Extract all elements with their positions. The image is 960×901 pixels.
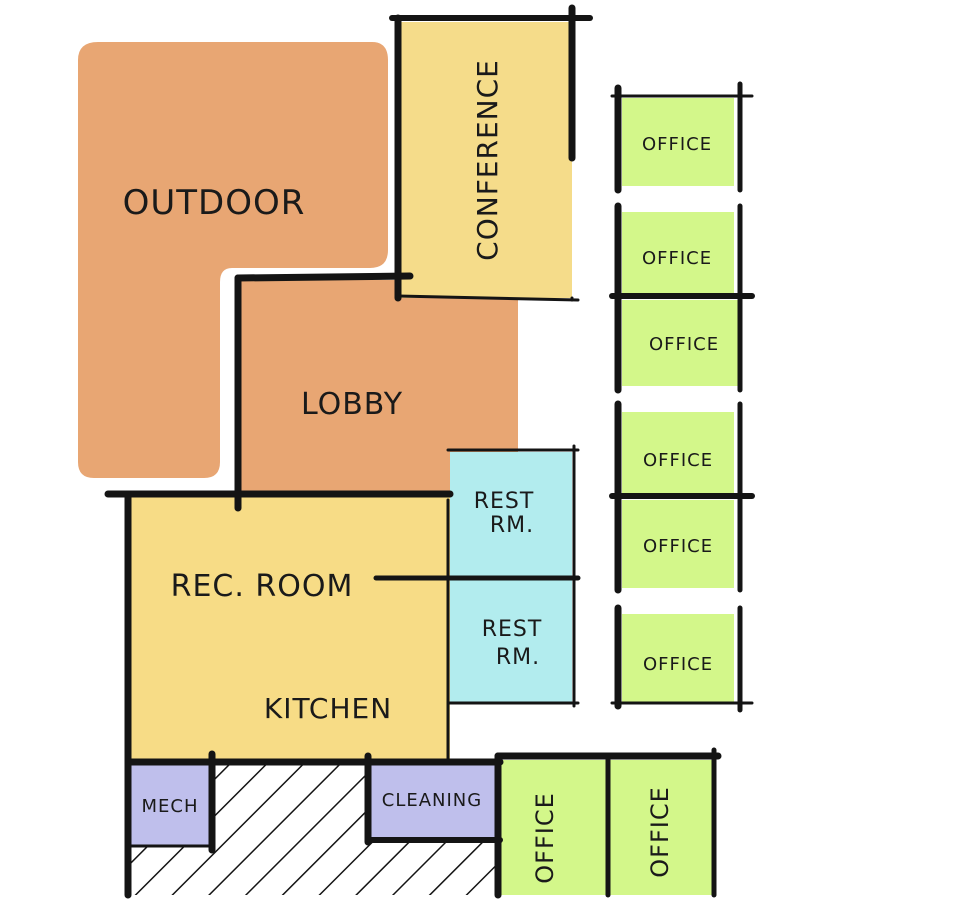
rest-room-2 [450, 578, 572, 702]
hatched-area [130, 764, 498, 895]
conference-room [400, 22, 572, 298]
rest-room-1-label-line1: REST [474, 489, 535, 514]
rest-room-1 [450, 452, 572, 578]
outdoor-label: OUTDOOR [123, 183, 306, 223]
cleaning-room [368, 764, 498, 840]
walls [104, 4, 755, 899]
office-right-6-label: OFFICE [643, 654, 713, 675]
mech-label: MECH [141, 796, 198, 817]
conference-label: CONFERENCE [471, 59, 504, 261]
office-right-6 [622, 614, 734, 702]
office-right-4 [622, 412, 734, 498]
outdoor-area [78, 42, 388, 478]
office-right-3-label: OFFICE [649, 334, 719, 355]
office-right-1-label: OFFICE [642, 134, 712, 155]
rest-room-1-label-line2: RM. [490, 513, 534, 538]
rest-room-2-label-line2: RM. [496, 645, 540, 670]
office-bottom-2-label: OFFICE [646, 786, 674, 878]
kitchen-label: KITCHEN [264, 692, 392, 725]
office-right-3 [622, 300, 738, 386]
office-bottom-2 [610, 760, 714, 895]
office-right-1 [622, 98, 734, 186]
office-right-2-label: OFFICE [642, 248, 712, 269]
lobby-label: LOBBY [301, 387, 403, 422]
rec-room-label: REC. ROOM [171, 569, 354, 604]
office-bottom-1-label: OFFICE [531, 792, 559, 884]
lobby-room-top [238, 280, 403, 300]
rec-room [128, 496, 450, 762]
office-right-4-label: OFFICE [643, 450, 713, 471]
office-right-5-label: OFFICE [643, 536, 713, 557]
office-right-2 [622, 212, 734, 296]
mech-room [130, 764, 212, 846]
office-bottom-1 [500, 760, 608, 895]
office-right-5 [622, 500, 734, 588]
cleaning-label: CLEANING [382, 790, 482, 811]
rest-room-2-label-line1: REST [482, 617, 543, 642]
